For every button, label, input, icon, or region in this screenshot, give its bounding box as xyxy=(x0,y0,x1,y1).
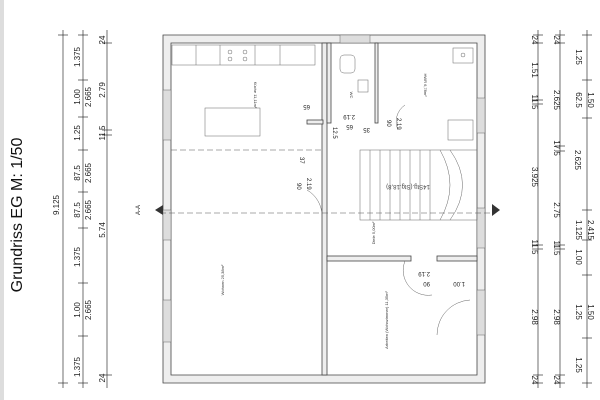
dim-label: 2.75 xyxy=(552,202,561,218)
dim-label: 3.925 xyxy=(530,167,539,188)
section-marker-label: A-A xyxy=(136,205,142,215)
dim-label: 1.51 xyxy=(530,62,539,78)
left-dims-row2: 2.665 2.665 2.665 2.665 xyxy=(84,86,93,320)
dim-label: 87.5 xyxy=(73,165,82,181)
interior-dimensions: 65 2.19 65 35 12.5 90 2.19 37 90 2.19 2.… xyxy=(295,103,465,286)
dim-label: 2.665 xyxy=(84,162,93,183)
room-label-living: Wohnen 25,38m² xyxy=(220,264,225,295)
plan-title: Grundriss EG M: 1/50 xyxy=(9,138,26,293)
staircase xyxy=(359,149,478,221)
room-label-wc: WC xyxy=(349,92,354,99)
stairs-label: 14Stg.(Stg.18,8) xyxy=(386,183,430,189)
dim-label: 65 xyxy=(303,103,310,109)
dim-label: 24 xyxy=(552,376,561,385)
dim-label: 35 xyxy=(363,126,370,132)
dim-label: 1.125 xyxy=(574,220,583,241)
dim-label: 24 xyxy=(530,36,539,45)
left-dims-row1: 1.375 1.00 1.375 87.5 87.5 1.25 1.00 1.3… xyxy=(73,46,82,377)
dim-label: 2.98 xyxy=(530,309,539,325)
dim-label: 1.25 xyxy=(574,49,583,65)
dim-label: 2.19 xyxy=(418,270,430,276)
hwr-fixtures xyxy=(447,47,474,141)
dim-label: 65 xyxy=(346,123,353,129)
room-label-hall: Diele 5,00m² xyxy=(371,221,376,244)
dim-label: 90 xyxy=(423,280,430,286)
dim-label: 11.5 xyxy=(530,240,539,256)
dim-label: 1.25 xyxy=(73,125,82,141)
dim-label: 12.5 xyxy=(331,127,337,139)
dim-label: 2.19 xyxy=(343,113,355,119)
dim-label: 1.00 xyxy=(574,249,583,265)
room-label-hwr: HWR 6,78m² xyxy=(423,73,428,97)
room-label-kitchen: Küche 11,11m² xyxy=(253,82,258,109)
dim-label: 11.5 xyxy=(552,241,561,257)
dim-label: 1.00 xyxy=(453,280,465,286)
dim-label: 2.79 xyxy=(98,82,107,98)
windows xyxy=(162,34,486,343)
dim-label: 1.375 xyxy=(73,246,82,267)
dim-label: 17.5 xyxy=(552,140,561,156)
right-dimension-lines xyxy=(533,30,592,388)
dim-label: 1.00 xyxy=(73,89,82,105)
dim-label: 1.25 xyxy=(574,357,583,373)
dim-label: 1.375 xyxy=(73,46,82,67)
dim-label: 2.19 xyxy=(305,178,311,190)
dim-label: 62.5 xyxy=(574,92,583,108)
dim-label: 2.665 xyxy=(84,199,93,220)
dim-label: 87.5 xyxy=(73,202,82,218)
left-dims-row3: 24 5.74 11.5 2.79 24 xyxy=(98,35,107,382)
dim-label: 1.00 xyxy=(73,302,82,318)
dim-label: 1.375 xyxy=(73,356,82,377)
dim-label: 1.50 xyxy=(586,92,595,108)
dim-label: 2.625 xyxy=(552,90,561,111)
right-dims-row3: 1.25 62.5 1.50 1.125 2.415 1.00 1.25 1.5… xyxy=(574,49,595,373)
walls xyxy=(162,34,486,384)
dim-label: 24 xyxy=(98,373,107,382)
doors xyxy=(306,104,471,336)
wc-fixtures xyxy=(339,54,369,93)
dim-label: 2.415 xyxy=(586,220,595,241)
dim-label: 2.665 xyxy=(84,299,93,320)
dim-label: 11.5 xyxy=(98,125,107,141)
section-marker: A-A xyxy=(136,204,500,216)
dim-label: 90 xyxy=(295,183,301,190)
dim-label: 1.25 xyxy=(574,304,583,320)
room-label-office: Arbeiten (Wohnzimmer) 11,35m² xyxy=(384,291,389,349)
left-dimension-lines xyxy=(58,30,112,388)
dim-label: 5.74 xyxy=(98,222,107,238)
dim-label: 2.625 xyxy=(573,150,582,171)
dim-label: 2.19 xyxy=(395,118,401,130)
dim-label: 90 xyxy=(385,120,391,127)
dim-label: 11.5 xyxy=(530,95,539,111)
dim-total: 9.125 xyxy=(52,194,61,215)
right-dims-row1: 24 1.51 11.5 3.925 11.5 2.98 24 xyxy=(530,36,539,385)
dim-label: 24 xyxy=(552,36,561,45)
dim-label: 24 xyxy=(98,35,107,44)
dim-label: 37 xyxy=(298,157,304,164)
dim-label: 24 xyxy=(530,376,539,385)
right-dims-row2: 24 2.625 17.5 2.625 2.75 11.5 2.98 24 xyxy=(552,36,582,385)
dim-label: 2.98 xyxy=(552,309,561,325)
dim-label: 1.50 xyxy=(586,304,595,320)
dim-label: 2.665 xyxy=(84,86,93,107)
kitchen-counter xyxy=(171,44,316,137)
